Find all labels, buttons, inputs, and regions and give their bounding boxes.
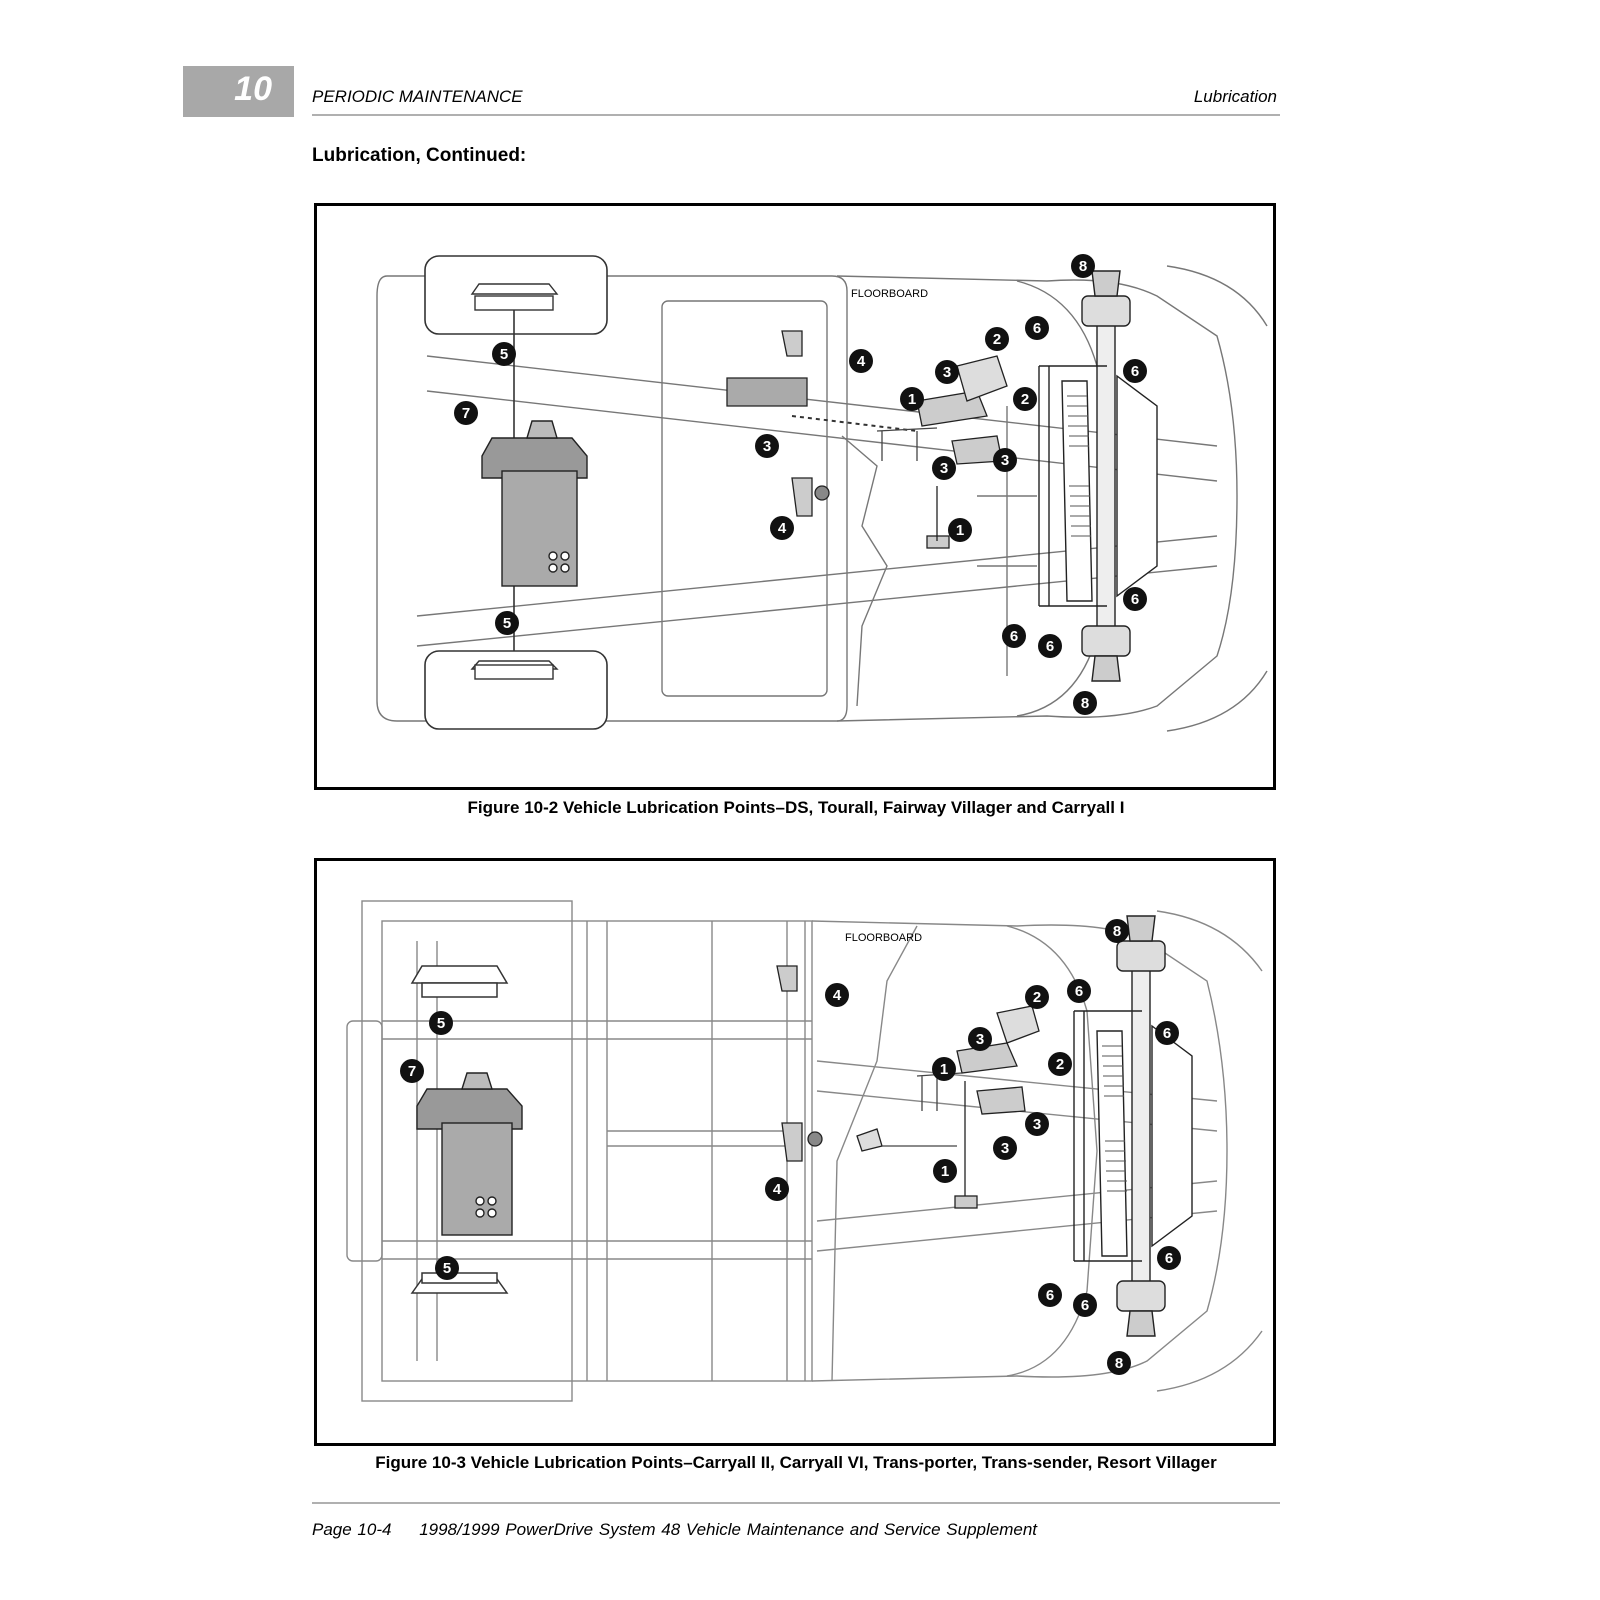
- callout-2-a: 2: [985, 327, 1009, 351]
- callout-6-d: 6: [1002, 624, 1026, 648]
- document-title: 1998/1999 PowerDrive System 48 Vehicle M…: [419, 1520, 1038, 1539]
- svg-text:6: 6: [1046, 1287, 1054, 1304]
- svg-text:6: 6: [1131, 591, 1139, 608]
- callout-6-c: 6: [1157, 1246, 1181, 1270]
- vehicle-diagram-top-view: FLOORBOARD 8 2 6 6 3 2 1 3 3 1 4 4 5 5 7…: [346, 900, 1263, 1402]
- callout-1-b: 1: [948, 518, 972, 542]
- svg-text:3: 3: [1033, 1116, 1041, 1133]
- page-footer: Page 10-4 1998/1999 PowerDrive System 48…: [312, 1520, 1037, 1540]
- callout-5-top: 5: [492, 342, 516, 366]
- svg-text:3: 3: [1001, 1140, 1009, 1157]
- svg-text:2: 2: [993, 331, 1001, 348]
- header-topic: Lubrication: [1193, 87, 1277, 106]
- callout-6-d: 6: [1038, 1283, 1062, 1307]
- svg-text:6: 6: [1081, 1297, 1089, 1314]
- page-number: Page 10-4: [312, 1520, 392, 1539]
- section-title: Lubrication, Continued:: [312, 145, 527, 166]
- callout-6-e: 6: [1038, 634, 1062, 658]
- callout-4-b: 4: [765, 1177, 789, 1201]
- figure-10-2: FLOORBOARD 8 2 6 3 6 1 2 3 3 3 1 4 4 5 5…: [314, 203, 1276, 790]
- callout-6-e: 6: [1073, 1293, 1097, 1317]
- callouts: 8 2 6 6 3 2 1 3 3 1 4 4 5 5 7 6 6 6 8: [400, 919, 1181, 1375]
- callout-7: 7: [454, 401, 478, 425]
- callout-8-bottom: 8: [1107, 1351, 1131, 1375]
- callout-4-a: 4: [849, 349, 873, 373]
- callout-6-a: 6: [1025, 316, 1049, 340]
- callout-3-a: 3: [935, 360, 959, 384]
- callout-8-top: 8: [1105, 919, 1129, 943]
- callout-3-c: 3: [993, 1136, 1017, 1160]
- callout-7: 7: [400, 1059, 424, 1083]
- svg-text:8: 8: [1113, 923, 1121, 940]
- header-section: PERIODIC MAINTENANCE: [312, 87, 523, 106]
- callout-5-top: 5: [429, 1011, 453, 1035]
- callout-3-b: 3: [1025, 1112, 1049, 1136]
- callout-3-b: 3: [755, 434, 779, 458]
- figure-10-2-caption: Figure 10-2 Vehicle Lubrication Points–D…: [467, 798, 1125, 817]
- callout-8-bottom: 8: [1073, 691, 1097, 715]
- svg-text:7: 7: [408, 1063, 416, 1080]
- callout-1-a: 1: [932, 1057, 956, 1081]
- callouts: 8 2 6 3 6 1 2 3 3 3 1 4 4 5 5 7 6 6 6 8: [454, 254, 1147, 715]
- vehicle-diagram-top-view: FLOORBOARD 8 2 6 3 6 1 2 3 3 3 1 4 4 5 5…: [376, 254, 1268, 732]
- svg-text:6: 6: [1163, 1025, 1171, 1042]
- svg-text:5: 5: [437, 1015, 445, 1032]
- floorboard-label: FLOORBOARD: [851, 288, 928, 300]
- floorboard-label: FLOORBOARD: [845, 932, 922, 944]
- svg-text:6: 6: [1046, 638, 1054, 655]
- svg-text:1: 1: [956, 522, 964, 539]
- callout-2-a: 2: [1025, 985, 1049, 1009]
- svg-text:3: 3: [940, 460, 948, 477]
- callout-4-b: 4: [770, 516, 794, 540]
- svg-text:1: 1: [941, 1163, 949, 1180]
- callout-1-a: 1: [900, 387, 924, 411]
- svg-text:8: 8: [1079, 258, 1087, 275]
- footer-rule: [312, 1502, 1280, 1504]
- svg-text:4: 4: [833, 987, 842, 1004]
- figure-10-3: FLOORBOARD 8 2 6 6 3 2 1 3 3 1 4 4 5 5 7…: [314, 858, 1276, 1446]
- callout-5-bottom: 5: [495, 611, 519, 635]
- svg-text:8: 8: [1115, 1355, 1123, 1372]
- callout-5-bottom: 5: [435, 1256, 459, 1280]
- callout-3-d: 3: [993, 448, 1017, 472]
- callout-6-a: 6: [1067, 979, 1091, 1003]
- callout-8-top: 8: [1071, 254, 1095, 278]
- svg-text:4: 4: [857, 353, 866, 370]
- svg-text:1: 1: [940, 1061, 948, 1078]
- callout-6-b: 6: [1155, 1021, 1179, 1045]
- svg-text:3: 3: [763, 438, 771, 455]
- svg-text:2: 2: [1033, 989, 1041, 1006]
- svg-text:6: 6: [1033, 320, 1041, 337]
- svg-text:6: 6: [1131, 363, 1139, 380]
- header-rule: [312, 114, 1280, 116]
- svg-text:8: 8: [1081, 695, 1089, 712]
- svg-text:5: 5: [500, 346, 508, 363]
- svg-text:6: 6: [1010, 628, 1018, 645]
- svg-text:6: 6: [1075, 983, 1083, 1000]
- chapter-number: 10: [234, 70, 272, 108]
- callout-2-b: 2: [1048, 1052, 1072, 1076]
- svg-text:1: 1: [908, 391, 916, 408]
- svg-text:7: 7: [462, 405, 470, 422]
- callout-3-c: 3: [932, 456, 956, 480]
- chapter-tab: 10: [183, 66, 294, 117]
- svg-text:2: 2: [1021, 391, 1029, 408]
- svg-text:6: 6: [1165, 1250, 1173, 1267]
- figure-10-3-caption: Figure 10-3 Vehicle Lubrication Points–C…: [375, 1453, 1217, 1472]
- callout-6-b: 6: [1123, 359, 1147, 383]
- svg-text:4: 4: [778, 520, 787, 537]
- callout-6-c: 6: [1123, 587, 1147, 611]
- svg-text:4: 4: [773, 1181, 782, 1198]
- callout-2-b: 2: [1013, 387, 1037, 411]
- callout-4-a: 4: [825, 983, 849, 1007]
- svg-text:5: 5: [443, 1260, 451, 1277]
- svg-text:2: 2: [1056, 1056, 1064, 1073]
- callout-1-b: 1: [933, 1159, 957, 1183]
- svg-text:3: 3: [976, 1031, 984, 1048]
- callout-3-a: 3: [968, 1027, 992, 1051]
- svg-text:5: 5: [503, 615, 511, 632]
- svg-text:3: 3: [1001, 452, 1009, 469]
- svg-text:3: 3: [943, 364, 951, 381]
